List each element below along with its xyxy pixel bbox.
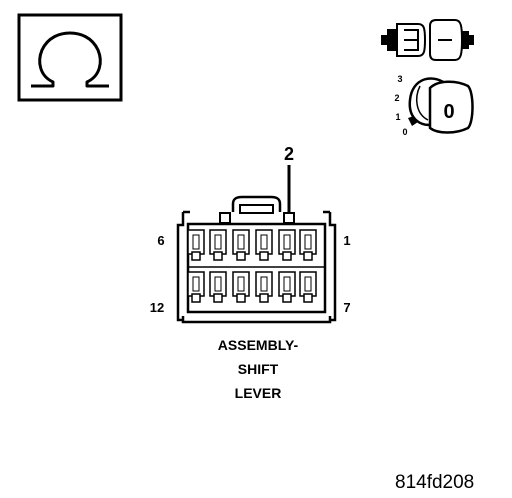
terminal-cavity	[255, 271, 273, 303]
pin-label-1: 1	[343, 233, 350, 248]
connector-disconnect-icon	[381, 19, 474, 61]
key-position-label: 0	[443, 101, 454, 123]
terminal-cavity	[209, 271, 227, 303]
connector-name-line-3: LEVER	[234, 385, 282, 401]
ignition-position-1: 1	[395, 112, 400, 122]
terminal-cavity	[299, 271, 317, 303]
ohmmeter-symbol	[17, 13, 123, 102]
terminal-cavity	[187, 271, 205, 303]
figure-id: 814fd208	[395, 472, 475, 493]
connector-name-line-2: SHIFT	[237, 361, 279, 377]
ignition-position-2: 2	[394, 93, 399, 103]
connector-face	[176, 195, 337, 324]
cavity-row-bottom	[187, 271, 317, 303]
pin-label-6: 6	[157, 233, 164, 248]
ignition-position-3: 3	[397, 74, 402, 84]
callout-number: 2	[284, 144, 294, 164]
pin-label-12: 12	[150, 300, 164, 315]
pin-label-7: 7	[343, 300, 350, 315]
terminal-cavity	[232, 271, 250, 303]
ignition-key-icon: 0 3 2 1 0	[394, 74, 474, 137]
terminal-cavity	[187, 229, 205, 261]
terminal-cavity	[278, 229, 296, 261]
terminal-cavity	[278, 271, 296, 303]
terminal-cavity	[255, 229, 273, 261]
terminal-cavity	[299, 229, 317, 261]
cavity-row-top	[187, 229, 317, 261]
terminal-cavity	[209, 229, 227, 261]
ohm-icon	[31, 31, 109, 88]
ignition-position-0: 0	[402, 127, 407, 137]
connector-name-line-1: ASSEMBLY-	[217, 337, 299, 353]
terminal-cavity	[232, 229, 250, 261]
